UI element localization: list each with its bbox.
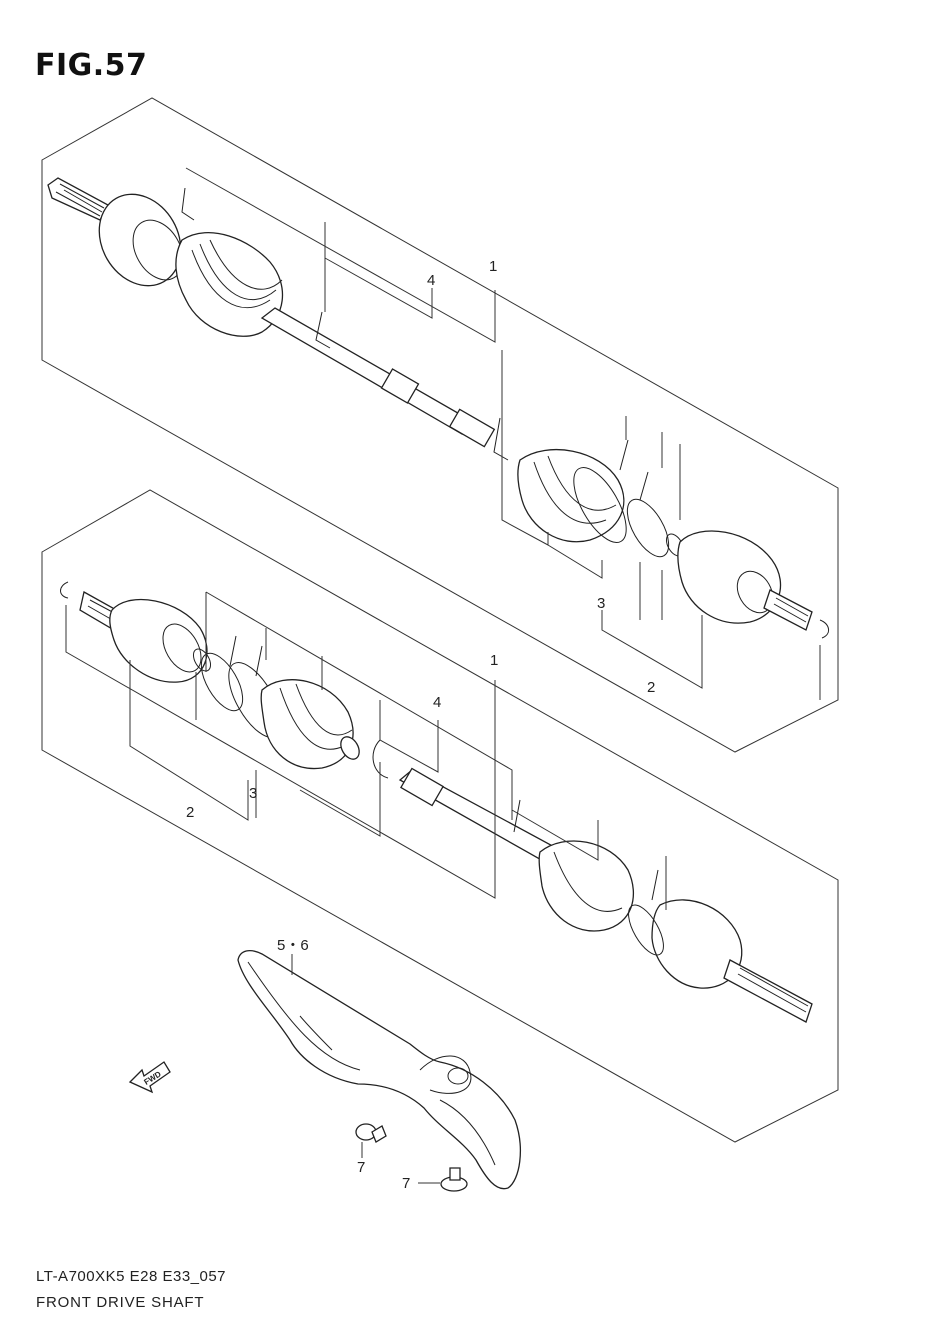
callout-lower-1: 1 [490,652,498,669]
lower-leader-lines [65,591,667,910]
callout-upper-1: 1 [489,258,497,275]
callout-bolt-7a: 7 [357,1159,365,1176]
upper-leader-lines [185,167,821,700]
drawing-code: LT-A700XK5 E28 E33_057 [36,1268,227,1285]
callout-lower-3: 3 [249,785,257,802]
callout-upper-4: 4 [427,272,435,289]
lower-drive-shaft [60,581,813,1023]
arrow-left-icon [128,1061,171,1094]
fwd-direction-badge: FWD [128,1061,171,1094]
lower-assembly-box [41,489,839,1143]
drawing-name: FRONT DRIVE SHAFT [36,1294,205,1311]
callout-guard-5-6: 5・6 [277,937,309,954]
guard-plate [237,949,521,1190]
upper-drive-shaft [47,177,829,639]
upper-assembly-box [41,97,839,753]
bolt-b [418,1167,468,1192]
callout-upper-2: 2 [647,679,655,696]
figure-title: FIG.57 [35,48,148,83]
bolt-a [355,1123,387,1158]
callout-lower-4: 4 [433,694,441,711]
callout-lower-2: 2 [186,804,194,821]
callout-bolt-7b: 7 [402,1175,410,1192]
callout-upper-3: 3 [597,595,605,612]
